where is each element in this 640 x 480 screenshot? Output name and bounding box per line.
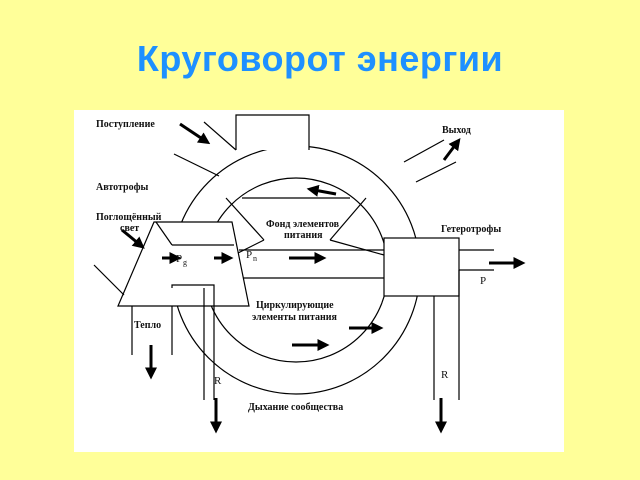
nutrient-pool-label-1: Фонд элементов (266, 219, 340, 230)
main-flow-line (239, 249, 494, 279)
circulating-label-2: элементы питания (252, 312, 338, 323)
inflow-box (235, 114, 310, 150)
slide-title: Круговорот энергии (136, 38, 504, 79)
inflow-channel (173, 121, 237, 177)
heterotrophs-label: Гетеротрофы (441, 224, 501, 235)
r-heterotrophs-symbol: R (441, 369, 449, 381)
autotrophs-box (117, 221, 250, 307)
outflow-channel (403, 139, 457, 183)
absorbed-light-label-2: свет (120, 223, 139, 234)
respiration-channel-heterotrophs (433, 270, 460, 400)
respiration-channel-autotrophs (171, 284, 215, 400)
p-symbol: P (480, 275, 486, 287)
community-respiration-label: Дыхание сообщества (248, 402, 343, 413)
pn-subscript: n (253, 254, 257, 263)
nutrient-pool-funnel (225, 197, 385, 256)
flow-arrows (121, 122, 526, 434)
inflow-arrow (179, 122, 211, 145)
r-autotrophs-symbol: R (214, 375, 222, 387)
heat-channel (131, 306, 173, 355)
inflow-label: Поступление (96, 119, 155, 130)
autotrophs-label: Автотрофы (96, 182, 149, 193)
energy-cycle-diagram: Поступление Выход Автотрофы Поглощённый … (74, 110, 564, 452)
absorbed-light-label-1: Поглощённый (96, 212, 162, 223)
pg-symbol: P (176, 253, 182, 265)
nutrient-pool-label-2: питания (284, 230, 323, 241)
pg-subscript: g (183, 258, 187, 267)
circulating-label-1: Циркулирующие (256, 300, 334, 311)
light-input-line (93, 264, 125, 296)
outflow-arrow (442, 138, 461, 161)
heterotrophs-box (383, 237, 460, 297)
pn-symbol: P (246, 249, 252, 261)
light-absorption-arrow (121, 228, 145, 249)
nutrient-return-arrow (306, 184, 337, 197)
outflow-label: Выход (442, 125, 471, 136)
heat-label: Тепло (134, 320, 161, 331)
